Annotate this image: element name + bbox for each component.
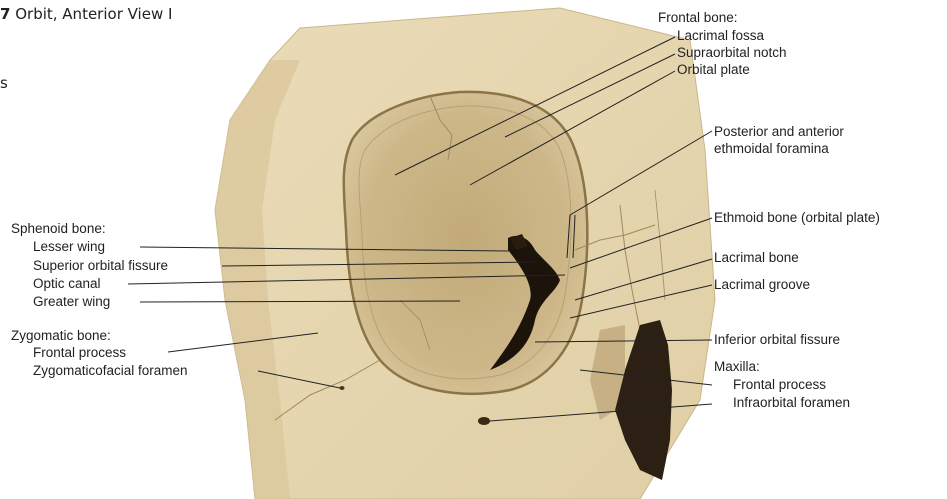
label-maxilla-frontal-process: Frontal process	[733, 377, 826, 392]
label-lesser-wing: Lesser wing	[33, 239, 105, 254]
orbit-cavity	[344, 92, 588, 394]
label-zygomaticofacial-foramen: Zygomaticofacial foramen	[33, 363, 188, 378]
infraorbital-foramen	[478, 417, 490, 425]
label-frontal-bone: Frontal bone:	[658, 10, 738, 25]
label-lacrimal-bone: Lacrimal bone	[714, 250, 799, 265]
label-sphenoid-bone: Sphenoid bone:	[11, 221, 106, 236]
label-orbital-plate: Orbital plate	[677, 62, 750, 77]
label-lacrimal-groove: Lacrimal groove	[714, 277, 810, 292]
label-superior-orbital-fissure: Superior orbital fissure	[33, 258, 168, 273]
label-lacrimal-fossa: Lacrimal fossa	[677, 28, 765, 43]
label-inferior-orbital-fissure: Inferior orbital fissure	[714, 332, 840, 347]
label-supraorbital-notch: Supraorbital notch	[677, 45, 787, 60]
label-greater-wing: Greater wing	[33, 294, 110, 309]
label-ethmoid-bone: Ethmoid bone (orbital plate)	[714, 210, 880, 225]
label-zygomatic-bone: Zygomatic bone:	[11, 328, 111, 343]
label-infraorbital-foramen: Infraorbital foramen	[733, 395, 850, 410]
label-ethmoidal-foramina-line1: Posterior and anterior	[714, 124, 844, 139]
label-ethmoidal-foramina-line2: ethmoidal foramina	[714, 141, 829, 156]
label-maxilla: Maxilla:	[714, 359, 760, 374]
zygomaticofacial-foramen	[340, 386, 345, 390]
label-optic-canal: Optic canal	[33, 276, 101, 291]
label-zygomatic-frontal-process: Frontal process	[33, 345, 126, 360]
